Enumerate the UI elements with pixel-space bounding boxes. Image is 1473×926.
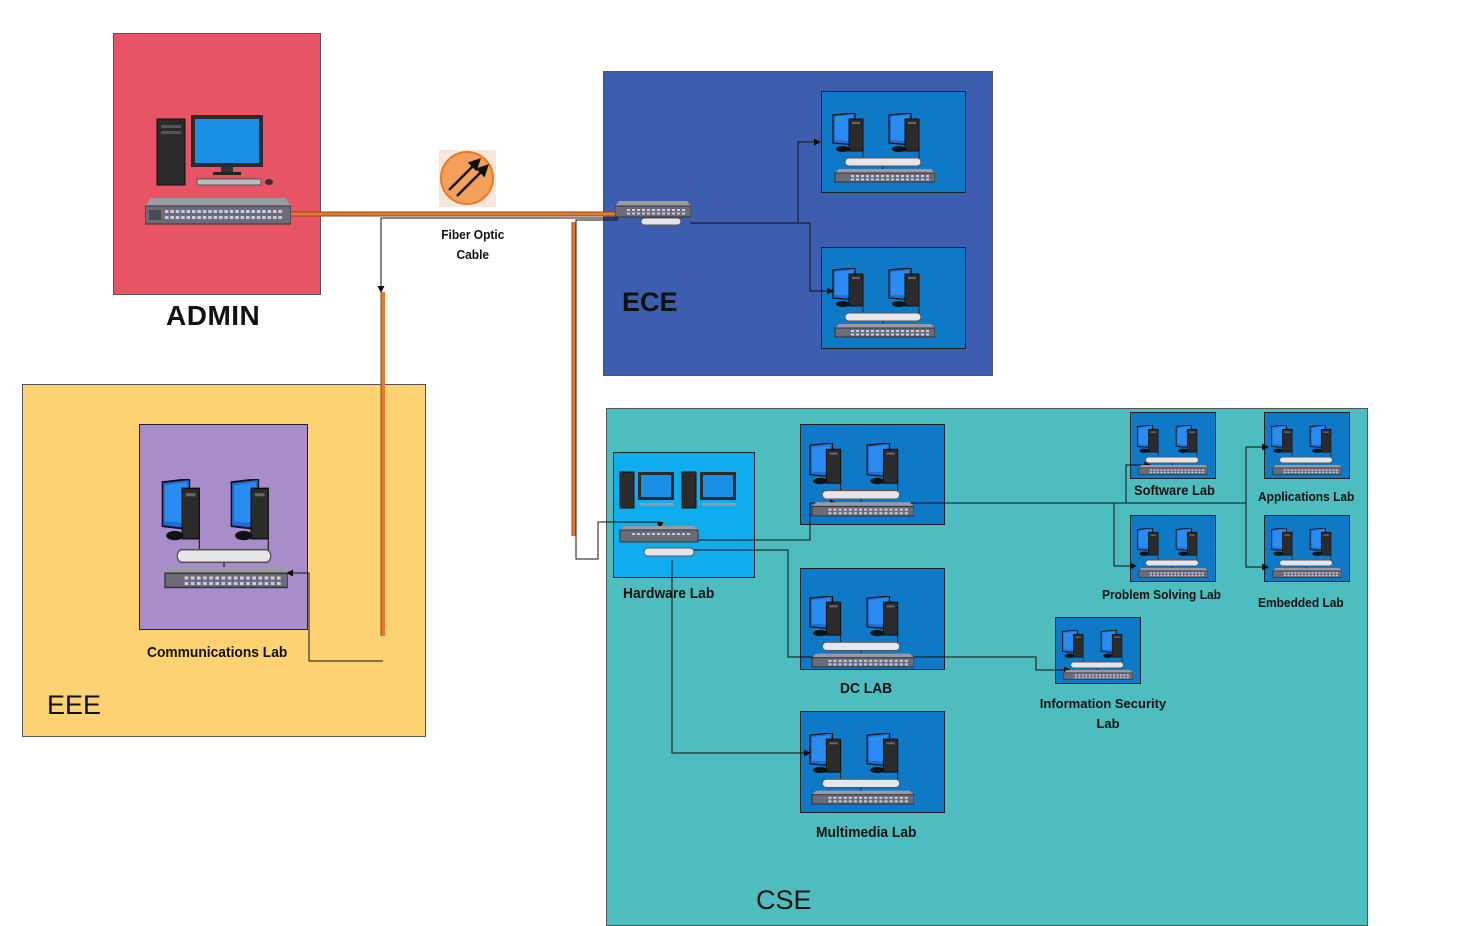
admin-label: ADMIN xyxy=(166,300,261,331)
communications-lab-icon xyxy=(160,477,289,589)
ece-lab-2-icon xyxy=(831,267,936,338)
ece-switch-icon xyxy=(614,200,692,226)
dc-lab-top-icon xyxy=(808,442,915,517)
admin-switch-icon xyxy=(144,196,292,226)
multimedia-lab-icon xyxy=(808,732,915,805)
software-lab-label: Software Lab xyxy=(1134,482,1215,498)
fiber-optic-icon xyxy=(439,150,496,207)
embedded-lab-label: Embedded Lab xyxy=(1258,595,1344,610)
embedded-lab-icon xyxy=(1270,527,1343,578)
fiber-optic-cables xyxy=(290,212,618,636)
eee-label: EEE xyxy=(47,690,102,720)
software-lab-icon xyxy=(1136,424,1209,475)
info-security-lab-icon xyxy=(1061,629,1134,680)
dc-lab-label: DC LAB xyxy=(840,680,893,697)
applications-lab-label: Applications Lab xyxy=(1258,489,1355,504)
dc-lab-icon xyxy=(808,595,915,668)
fiber-optic-label-line1: Fiber Optic xyxy=(441,227,505,242)
info-security-lab-label-line1: Information Security xyxy=(1039,696,1167,711)
hardware-lab-label: Hardware Lab xyxy=(623,585,715,602)
problem-solving-lab-label: Problem Solving Lab xyxy=(1102,587,1221,602)
fiber-optic-label-line2: Cable xyxy=(456,247,490,262)
ece-label: ECE xyxy=(622,287,678,317)
cse-label: CSE xyxy=(756,885,812,915)
multimedia-lab-label: Multimedia Lab xyxy=(816,824,917,841)
communications-lab-label: Communications Lab xyxy=(147,644,288,661)
info-security-lab-label-line2: Lab xyxy=(1096,716,1120,731)
hardware-lab-icon xyxy=(618,470,740,562)
admin-workstation-icon xyxy=(155,115,275,190)
problem-solving-lab-icon xyxy=(1136,527,1209,578)
ece-lab-1-icon xyxy=(831,112,936,183)
applications-lab-icon xyxy=(1270,424,1343,475)
